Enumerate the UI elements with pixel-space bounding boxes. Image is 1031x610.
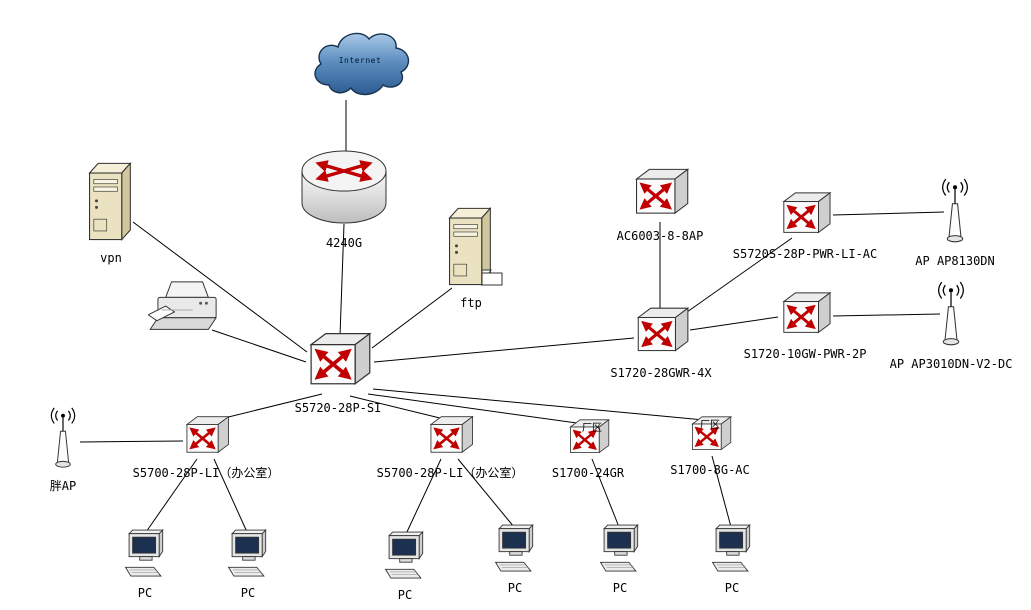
switch-icon [630, 305, 692, 361]
node-ac6003[interactable]: AC6003-8-8AP [617, 166, 703, 244]
node-s1700-8g-ac[interactable]: 厂区 S1700-8G-AC [670, 414, 750, 478]
node-label: AC6003-8-8AP [616, 229, 704, 243]
access-point-icon [45, 404, 81, 474]
internet-label: Internet [338, 56, 382, 65]
node-internet-cloud[interactable]: Internet [305, 25, 415, 105]
switch-icon [776, 290, 834, 342]
pc-icon [382, 529, 428, 583]
edge [832, 313, 941, 317]
node-label: AP AP3010DN-V2-DC [889, 357, 1013, 371]
edge [79, 440, 184, 443]
node-label: PC [137, 586, 153, 600]
access-point-icon [936, 175, 974, 249]
pc-icon [597, 522, 643, 576]
node-label: ftp [460, 296, 482, 310]
node-pc-3[interactable]: PC [382, 529, 428, 603]
node-s1720-28gwr[interactable]: S1720-28GWR-4X [610, 305, 712, 381]
node-label: PC [724, 581, 740, 595]
node-ftp-server[interactable]: ftp [442, 203, 500, 311]
node-fat-ap[interactable]: 胖AP [45, 404, 81, 494]
node-label: S1720-28GWR-4X [610, 366, 712, 380]
node-pc-4[interactable]: PC [492, 522, 538, 596]
node-office-switch-1[interactable]: S5700-28P-LI（办公室） [133, 414, 279, 481]
node-ap-ap8130dn[interactable]: AP AP8130DN [915, 175, 995, 269]
edge [832, 211, 945, 216]
printer-icon [148, 278, 228, 342]
node-label: vpn [100, 251, 122, 265]
switch-icon [180, 414, 232, 461]
edge [689, 316, 779, 331]
node-label: PC [397, 588, 413, 602]
node-core-switch[interactable]: S5720-28P-SI [295, 330, 381, 416]
folder-icon [480, 267, 504, 287]
node-ap-ap3010dn[interactable]: AP AP3010DN-V2-DC [890, 278, 1012, 372]
node-router-4240g[interactable]: 4240G [296, 145, 392, 251]
node-poe-switch[interactable]: S5720S-28P-PWR-LI-AC [733, 190, 877, 262]
edge [371, 287, 453, 349]
switch-icon [424, 414, 476, 461]
node-label: PC [240, 586, 256, 600]
node-office-switch-2[interactable]: S5700-28P-LI（办公室） [377, 414, 523, 481]
node-label: S5720S-28P-PWR-LI-AC [732, 247, 878, 261]
switch-icon [628, 166, 692, 224]
node-label: S1720-10GW-PWR-2P [743, 347, 867, 361]
node-label: S5700-28P-LI（办公室） [376, 466, 524, 480]
access-point-icon [932, 278, 970, 352]
zone-label: 厂区 [582, 423, 602, 434]
node-label: 胖AP [49, 479, 77, 493]
node-pc-6[interactable]: PC [709, 522, 755, 596]
pc-icon [225, 527, 271, 581]
edge [367, 393, 585, 425]
pc-icon [122, 527, 168, 581]
node-vpn-server[interactable]: vpn [82, 158, 140, 266]
zone-label: 厂区 [700, 420, 720, 431]
pc-icon [492, 522, 538, 576]
node-label: 4240G [325, 236, 363, 250]
node-label: PC [507, 581, 523, 595]
node-label: S5700-28P-LI（办公室） [132, 466, 280, 480]
edge [373, 337, 635, 363]
switch-icon [776, 190, 834, 242]
edge [372, 388, 705, 421]
switch-icon [301, 330, 375, 396]
node-pc-1[interactable]: PC [122, 527, 168, 601]
server-icon [82, 158, 140, 246]
node-label: S1700-24GR [551, 466, 625, 480]
node-label: PC [612, 581, 628, 595]
pc-icon [709, 522, 755, 576]
node-label: AP AP8130DN [915, 254, 995, 268]
node-printer[interactable] [148, 278, 228, 342]
node-pc-5[interactable]: PC [597, 522, 643, 596]
cloud-icon [305, 25, 415, 105]
router-icon [296, 145, 392, 231]
node-s1720-10gw[interactable]: S1720-10GW-PWR-2P [744, 290, 866, 362]
node-pc-2[interactable]: PC [225, 527, 271, 601]
node-label: S1700-8G-AC [670, 463, 750, 477]
node-label: S5720-28P-SI [294, 401, 382, 415]
node-s1700-24gr[interactable]: 厂区 S1700-24GR [552, 417, 624, 481]
